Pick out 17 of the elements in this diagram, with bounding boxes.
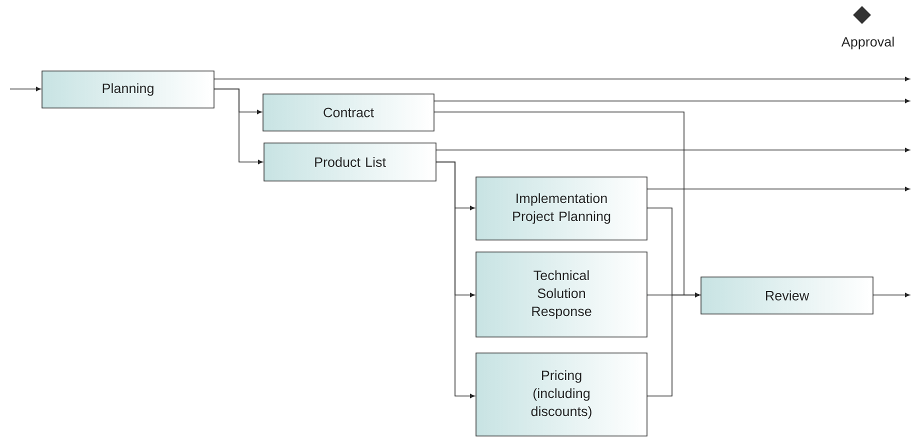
node-label: Approval [841, 36, 894, 50]
process-box: Planning [42, 70, 214, 108]
arrow [214, 76, 910, 82]
process-box: Pricing (including discounts) [476, 352, 648, 436]
arrow [434, 98, 910, 104]
arrow [10, 86, 41, 92]
arrow [214, 88, 263, 164]
process-box: Implementation Project Planning [476, 176, 648, 240]
arrow [436, 162, 475, 398]
arrow [646, 292, 700, 396]
process-box: Review [700, 276, 874, 314]
arrow [872, 292, 910, 298]
process-box: Contract [262, 94, 434, 132]
process-box: Technical Solution Response [476, 252, 648, 338]
process-box: Product List [264, 142, 436, 182]
arrow [436, 148, 910, 152]
arrow [646, 186, 910, 192]
